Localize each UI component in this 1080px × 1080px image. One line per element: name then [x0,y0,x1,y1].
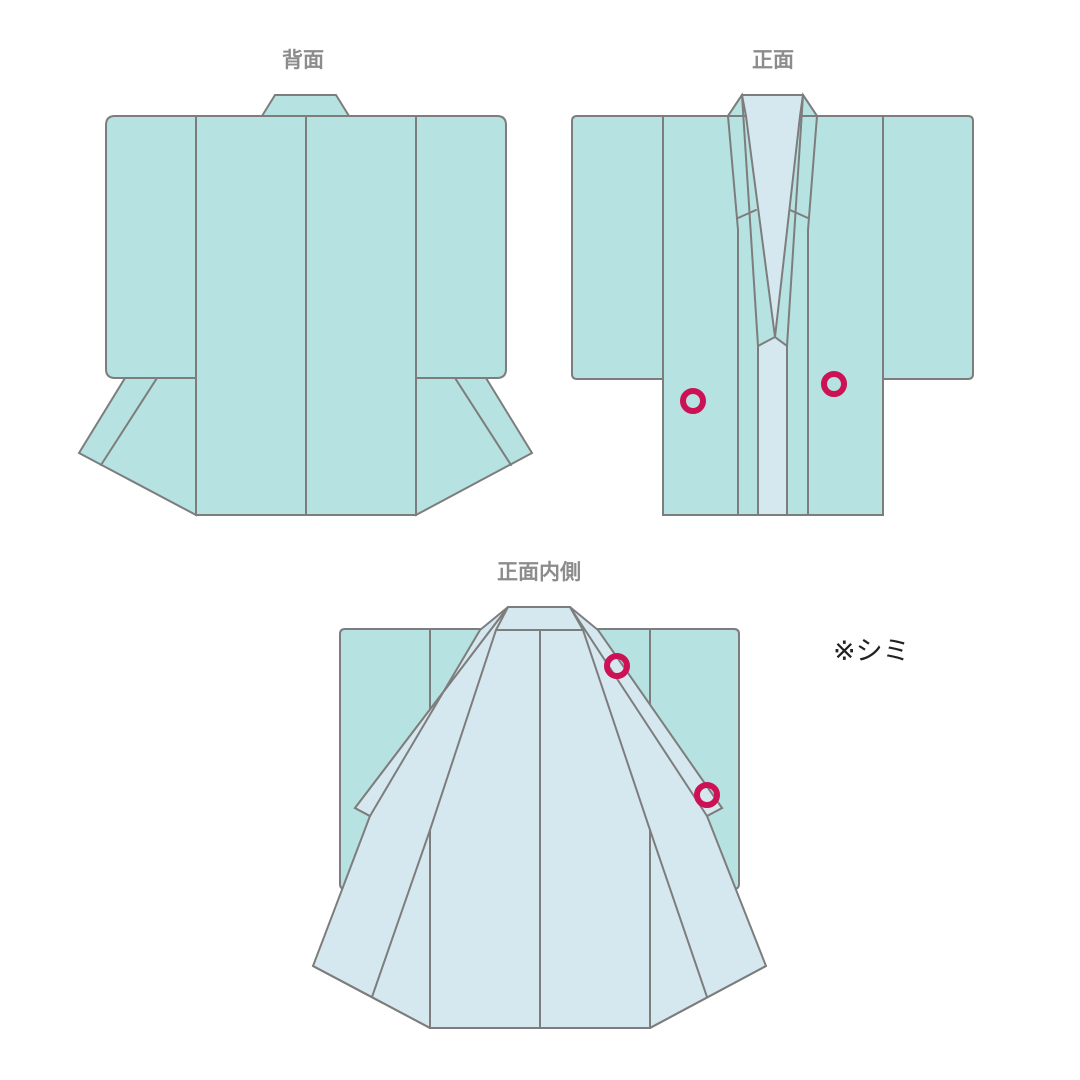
front-collar-line-left [727,94,759,347]
inside-gusset-left [371,829,431,998]
front-panel-right [806,115,884,516]
back-gusset-seam-right [454,377,512,466]
inside-gusset-right [649,829,708,998]
back-sleeve-right [415,115,507,379]
front-sleeve-right [882,115,974,380]
back-view-label: 背面 [282,48,324,72]
stain-marker-front-right [821,371,847,397]
front-view: 正面 [571,48,974,516]
front-collar-notch [737,209,809,219]
back-sleeve-left [105,115,197,379]
back-gusset-seam-left [100,377,158,466]
front-collar-line-right [786,94,818,347]
stain-legend-note: ※シミ [833,636,910,667]
stain-marker-inside-lower [694,782,720,808]
back-collar [260,94,351,117]
front-sleeve-left [571,115,664,380]
inside-view: 正面内側 [311,560,768,1029]
inside-hem [312,965,767,1029]
stain-marker-inside-upper [604,653,630,679]
inside-collar-left [353,606,509,818]
back-view: 背面 [77,48,534,517]
front-panel-left [662,115,739,516]
stain-marker-front-left [680,388,706,414]
front-view-label: 正面 [752,48,794,72]
back-gusset-right [415,377,534,517]
inside-view-label: 正面内側 [497,560,581,584]
back-gusset-left [77,377,197,517]
